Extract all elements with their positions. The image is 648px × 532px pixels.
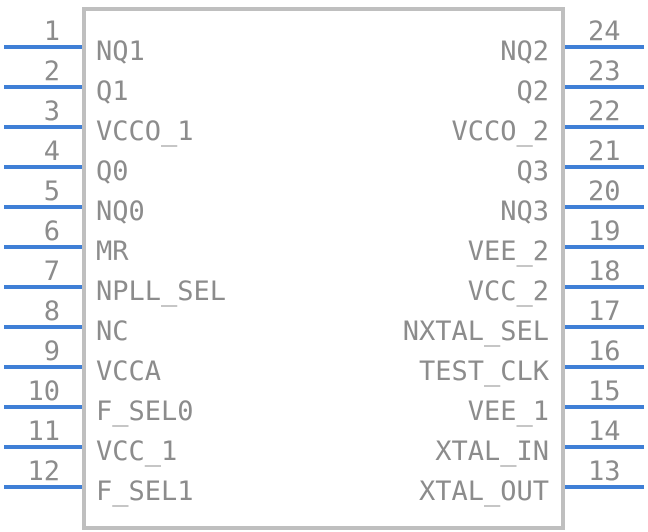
left-pin-7-name: NPLL_SEL: [96, 276, 226, 307]
left-pin-7-number: 7: [44, 256, 60, 287]
right-pin-17-number: 17: [588, 296, 621, 327]
right-pin-20-name: NQ3: [500, 196, 549, 227]
right-pin-13-name: XTAL_OUT: [419, 476, 549, 507]
right-pin-17-name: NXTAL_SEL: [403, 316, 549, 347]
left-pin-12-name: F_SEL1: [96, 476, 194, 507]
left-pin-11-name: VCC_1: [96, 436, 177, 467]
component-body: [82, 7, 565, 530]
right-pin-22-name: VCCO_2: [451, 116, 549, 147]
left-pin-4-number: 4: [44, 136, 60, 167]
left-pin-3-number: 3: [44, 96, 60, 127]
right-pin-22-number: 22: [588, 96, 621, 127]
right-pin-16-name: TEST_CLK: [419, 356, 550, 387]
right-pin-24-number: 24: [588, 16, 621, 47]
left-pin-5-name: NQ0: [96, 196, 145, 227]
right-pin-20-number: 20: [588, 176, 621, 207]
right-pin-16-number: 16: [588, 336, 621, 367]
right-pin-15-number: 15: [588, 376, 621, 407]
left-pin-6-name: MR: [96, 236, 129, 267]
left-pin-11-number: 11: [27, 416, 60, 447]
left-pin-1-name: NQ1: [96, 36, 145, 67]
right-pin-14-name: XTAL_IN: [435, 436, 549, 467]
right-pin-21-number: 21: [588, 136, 621, 167]
right-pin-23-number: 23: [588, 56, 621, 87]
right-pin-21-name: Q3: [516, 156, 549, 187]
left-pin-8-number: 8: [44, 296, 60, 327]
left-pin-6-number: 6: [44, 216, 60, 247]
left-pin-1-number: 1: [44, 16, 60, 47]
left-pin-3-name: VCCO_1: [96, 116, 194, 147]
right-pin-15-name: VEE_1: [468, 396, 549, 427]
right-pin-13-number: 13: [588, 456, 621, 487]
left-pin-4-name: Q0: [96, 156, 129, 187]
right-pin-19-name: VEE_2: [468, 236, 549, 267]
right-pin-23-name: Q2: [516, 76, 549, 107]
left-pin-5-number: 5: [44, 176, 60, 207]
right-pin-24-name: NQ2: [500, 36, 549, 67]
left-pin-9-number: 9: [44, 336, 60, 367]
right-pin-14-number: 14: [588, 416, 621, 447]
left-pin-12-number: 12: [27, 456, 60, 487]
right-pin-18-number: 18: [588, 256, 621, 287]
left-pin-9-name: VCCA: [96, 356, 161, 387]
right-pin-18-name: VCC_2: [468, 276, 549, 307]
left-pin-10-number: 10: [27, 376, 60, 407]
left-pin-10-name: F_SEL0: [96, 396, 194, 427]
left-pin-8-name: NC: [96, 316, 129, 347]
left-pin-2-number: 2: [44, 56, 60, 87]
left-pin-2-name: Q1: [96, 76, 129, 107]
right-pin-19-number: 19: [588, 216, 621, 247]
